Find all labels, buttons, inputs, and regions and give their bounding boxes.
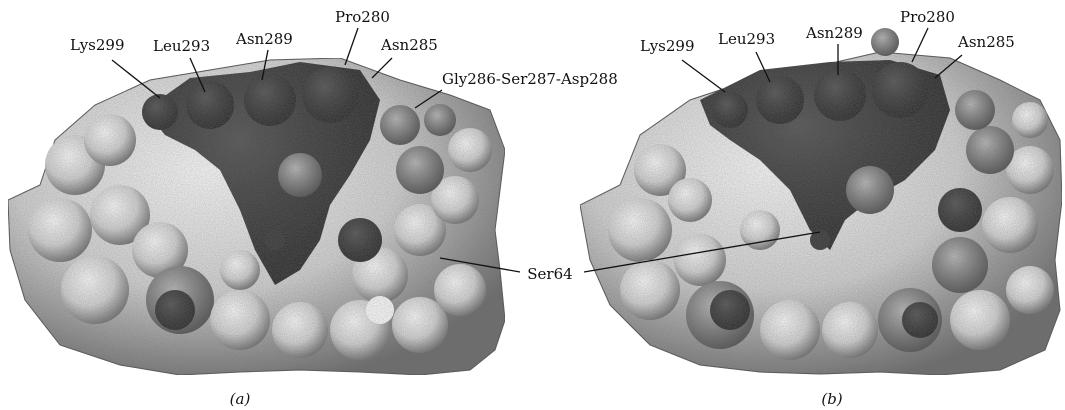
protein-surface-a <box>8 58 505 375</box>
label-gly286-ser287-asp288-a: Gly286-Ser287-Asp288 <box>442 70 618 88</box>
label-leu293-b: Leu293 <box>718 30 775 48</box>
label-pro280-b: Pro280 <box>900 8 955 26</box>
label-lys299-b: Lys299 <box>640 37 695 55</box>
protein-surface-b <box>580 28 1062 375</box>
panel-b: Lys299 Leu293 Asn289 Pro280 Asn285 (b) <box>580 8 1062 408</box>
caption-b: (b) <box>821 390 842 408</box>
label-asn285-a: Asn285 <box>380 36 438 54</box>
leader-lys299-b <box>682 60 725 92</box>
label-pro280-a: Pro280 <box>335 8 390 26</box>
label-asn289-a: Asn289 <box>235 30 293 48</box>
label-asn285-b: Asn285 <box>957 33 1015 51</box>
label-leu293-a: Leu293 <box>153 37 210 55</box>
caption-a: (a) <box>230 390 251 408</box>
label-ser64: Ser64 <box>527 265 572 283</box>
leader-pro280-a <box>345 28 358 65</box>
label-lys299-a: Lys299 <box>70 36 125 54</box>
label-asn289-b: Asn289 <box>805 24 863 42</box>
panel-a: Lys299 Leu293 Asn289 Pro280 Asn285 Gly28… <box>8 8 618 408</box>
